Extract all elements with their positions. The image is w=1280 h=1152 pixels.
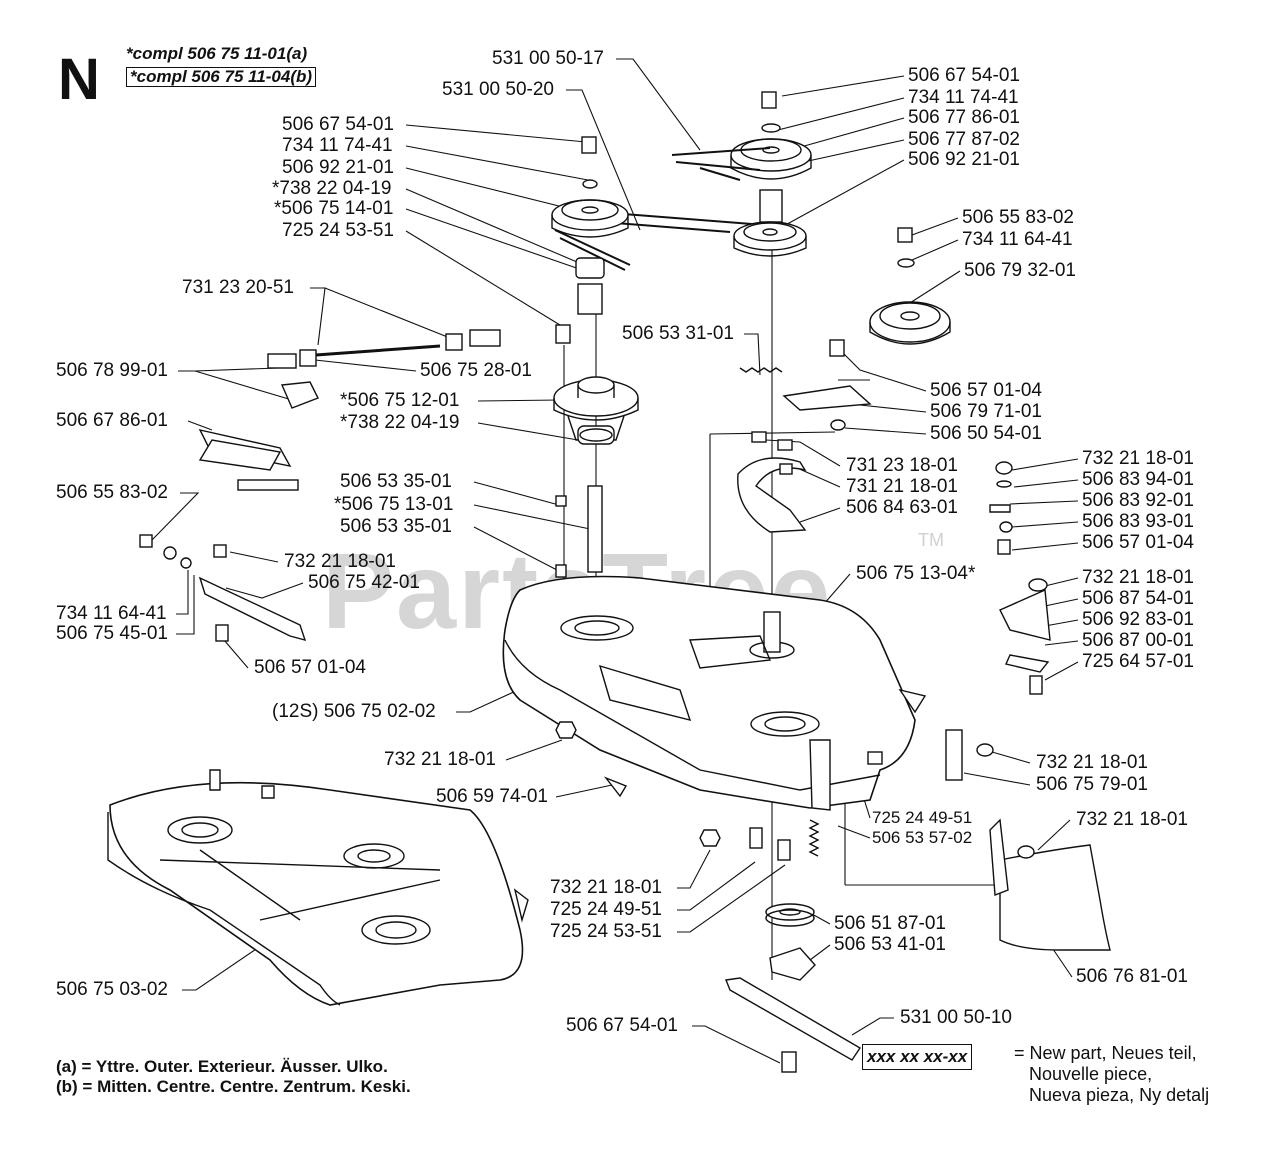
part-label: 725 24 49-51 xyxy=(550,899,662,920)
part-label: 732 21 18-01 xyxy=(550,877,662,898)
part-label: 725 24 53-51 xyxy=(550,921,662,942)
part-label: 734 11 64-41 xyxy=(962,229,1073,250)
part-label: 734 11 64-41 xyxy=(56,603,167,624)
part-label: 506 55 83-02 xyxy=(56,482,168,503)
part-label: 506 53 35-01 xyxy=(340,516,452,537)
part-label: 506 83 92-01 xyxy=(1082,490,1194,511)
part-label: 506 57 01-04 xyxy=(254,657,366,678)
part-label: 732 21 18-01 xyxy=(1082,448,1194,469)
new-part-code-box: xxx xx xx-xx xyxy=(862,1044,973,1070)
tension-rod xyxy=(267,329,501,409)
part-label: 506 67 54-01 xyxy=(908,65,1020,86)
part-label: 734 11 74-41 xyxy=(908,87,1019,108)
part-label: 506 53 41-01 xyxy=(834,934,946,955)
part-label: 506 75 79-01 xyxy=(1036,774,1148,795)
part-label: 506 67 86-01 xyxy=(56,410,168,431)
blade-assembly xyxy=(725,903,861,1073)
part-label: 506 53 57-02 xyxy=(872,828,973,847)
part-label: 732 21 18-01 xyxy=(1076,809,1188,830)
lower-hardware xyxy=(555,721,994,861)
part-label: 506 75 03-02 xyxy=(56,979,168,1000)
part-label: 531 00 50-17 xyxy=(492,48,604,69)
part-label: 531 00 50-20 xyxy=(442,79,554,100)
complete-assembly-b: *compl 506 75 11-04(b) xyxy=(126,67,317,87)
drive-pulley-right xyxy=(733,221,807,257)
part-label: 506 84 63-01 xyxy=(846,497,958,518)
part-label: 725 24 49-51 xyxy=(872,808,973,827)
part-label: 732 21 18-01 xyxy=(284,551,396,572)
part-label: 506 59 74-01 xyxy=(436,786,548,807)
part-label: 506 92 21-01 xyxy=(282,157,394,178)
part-label: 506 75 28-01 xyxy=(420,360,532,381)
drive-pulley-left xyxy=(551,136,631,315)
part-label: 731 21 18-01 xyxy=(846,476,958,497)
part-label: 725 64 57-01 xyxy=(1082,651,1194,672)
part-label: *506 75 13-01 xyxy=(334,494,454,515)
discharge-chute xyxy=(989,818,1111,951)
spindle-housing xyxy=(553,324,639,578)
part-label: 506 75 42-01 xyxy=(308,572,420,593)
mower-deck-lower xyxy=(107,769,529,1006)
part-label: 506 53 31-01 xyxy=(622,323,734,344)
part-label: 506 51 87-01 xyxy=(834,913,946,934)
part-label: (12S) 506 75 02-02 xyxy=(272,701,436,722)
idler-pulley-upper xyxy=(730,91,812,223)
watermark-trademark: TM xyxy=(918,530,944,550)
part-label: 506 50 54-01 xyxy=(930,423,1042,444)
complete-assembly-a: *compl 506 75 11-01(a) xyxy=(126,44,308,63)
part-label: 732 21 18-01 xyxy=(1082,567,1194,588)
part-label: 506 78 99-01 xyxy=(56,360,168,381)
part-label: 506 83 93-01 xyxy=(1082,511,1194,532)
part-label: 506 75 45-01 xyxy=(56,623,168,644)
mower-deck-upper xyxy=(502,575,927,811)
part-label: 506 77 87-02 xyxy=(908,129,1020,150)
left-arm xyxy=(139,534,307,642)
part-label: 731 23 18-01 xyxy=(846,455,958,476)
part-label: 725 24 53-51 xyxy=(282,220,394,241)
part-label: 506 67 54-01 xyxy=(282,114,394,135)
part-label: 506 87 00-01 xyxy=(1082,630,1194,651)
side-hardware-right xyxy=(989,461,1051,695)
part-label: 506 76 81-01 xyxy=(1076,966,1188,987)
page-letter: N xyxy=(58,47,100,112)
part-label: 506 83 94-01 xyxy=(1082,469,1194,490)
plate-bracket xyxy=(198,428,299,491)
part-label: 506 87 54-01 xyxy=(1082,588,1194,609)
idler-pulley-right xyxy=(869,227,951,345)
new-part-note: = New part, Neues teil, Nouvelle piece, … xyxy=(1014,1043,1210,1105)
part-label: 506 92 83-01 xyxy=(1082,609,1194,630)
part-label: 506 92 21-01 xyxy=(908,149,1020,170)
part-label: 506 53 35-01 xyxy=(340,471,452,492)
part-label: *506 75 12-01 xyxy=(340,390,460,411)
part-label: 506 79 71-01 xyxy=(930,401,1042,422)
part-label: 506 55 83-02 xyxy=(962,207,1074,228)
part-label: 731 23 20-51 xyxy=(182,277,294,298)
part-label: 506 67 54-01 xyxy=(566,1015,678,1036)
arm-bracket xyxy=(737,431,807,533)
part-label: 732 21 18-01 xyxy=(1036,752,1148,773)
part-label: 531 00 50-10 xyxy=(900,1007,1012,1028)
part-label: *738 22 04-19 xyxy=(272,178,392,199)
part-label: 506 77 86-01 xyxy=(908,107,1020,128)
part-label: 734 11 74-41 xyxy=(282,135,393,156)
part-label: 506 57 01-04 xyxy=(1082,532,1194,553)
legend-centre: (b) = Mitten. Centre. Centre. Zentrum. K… xyxy=(56,1077,411,1096)
part-label: 732 21 18-01 xyxy=(384,749,496,770)
part-label: 506 57 01-04 xyxy=(930,380,1042,401)
part-label: *738 22 04-19 xyxy=(340,412,460,433)
part-label: 506 79 32-01 xyxy=(964,260,1076,281)
part-label: 506 75 13-04* xyxy=(856,563,976,584)
part-label: *506 75 14-01 xyxy=(274,198,394,219)
spring-upper xyxy=(739,339,872,431)
legend-outer: (a) = Yttre. Outer. Exterieur. Äusser. U… xyxy=(56,1057,388,1076)
